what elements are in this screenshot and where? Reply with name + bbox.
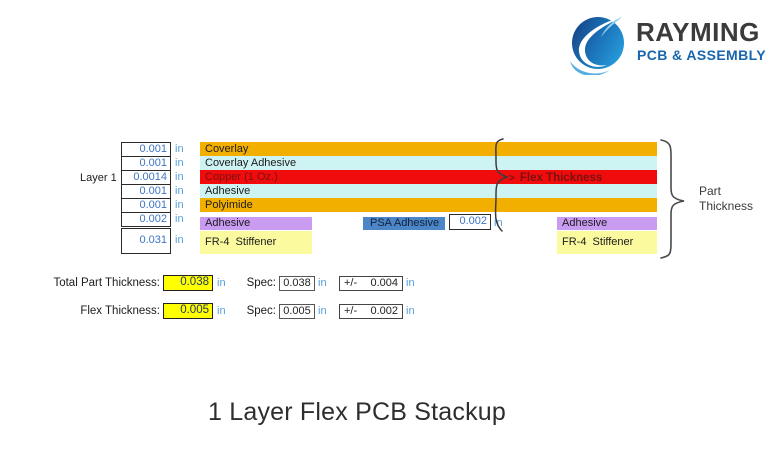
tolerance-value: 0.002 bbox=[370, 305, 398, 317]
unit-label: in bbox=[175, 143, 184, 155]
layer-bar-adhesive-left: Adhesive bbox=[200, 217, 312, 230]
globe-swoosh-icon bbox=[570, 17, 624, 75]
layer-bar-polyimide: Polyimide bbox=[200, 198, 657, 212]
layer-bar-stiffener-right: FR-4 Stiffener bbox=[557, 231, 657, 254]
layer-bar-stiffener-left: FR-4 Stiffener bbox=[200, 231, 312, 254]
brand-name: RAYMING bbox=[636, 17, 760, 47]
flex-thickness-text: Flex Thickness bbox=[519, 172, 603, 184]
thickness-cell-adhesive[interactable]: 0.001 bbox=[121, 184, 171, 199]
thickness-cell-coverlay[interactable]: 0.001 bbox=[121, 142, 171, 157]
brand-tagline: PCB & ASSEMBLY bbox=[637, 47, 767, 63]
arrow-right-icon: > bbox=[509, 173, 515, 184]
part-thickness-line2: Thickness bbox=[699, 199, 754, 213]
tolerance-value: 0.004 bbox=[370, 277, 398, 289]
unit-label: in bbox=[406, 277, 415, 289]
part-thickness-annotation: Part Thickness bbox=[699, 184, 753, 214]
part-thickness-line1: Part bbox=[699, 184, 722, 198]
layer-bar-copper: Copper (1 Oz.) bbox=[200, 170, 657, 184]
total-part-thickness-label: Total Part Thickness: bbox=[53, 277, 160, 289]
spec-value-cell[interactable]: 0.005 bbox=[279, 304, 315, 319]
layer-bar-coverlay-adhesive: Coverlay Adhesive bbox=[200, 156, 657, 170]
thickness-cell-stiffener[interactable]: 0.031 bbox=[121, 228, 171, 254]
thickness-cell-coverlay-adhesive[interactable]: 0.001 bbox=[121, 156, 171, 171]
unit-label: in bbox=[318, 277, 327, 289]
thickness-cell-adhesive-2[interactable]: 0.002 bbox=[121, 212, 171, 227]
psa-adhesive-cell[interactable]: PSA Adhesive bbox=[363, 217, 445, 230]
tolerance-cell[interactable]: +/- 0.004 bbox=[339, 276, 403, 291]
unit-label: in bbox=[175, 234, 184, 246]
unit-label: in bbox=[175, 185, 184, 197]
unit-label: in bbox=[217, 305, 226, 317]
unit-label: in bbox=[175, 171, 184, 183]
unit-label: in bbox=[175, 157, 184, 169]
spec-label: Spec: bbox=[246, 305, 276, 317]
layer-bar-adhesive: Adhesive bbox=[200, 184, 657, 198]
unit-label: in bbox=[406, 305, 415, 317]
unit-label: in bbox=[175, 213, 184, 225]
unit-label: in bbox=[175, 199, 184, 211]
tolerance-sign: +/- bbox=[344, 277, 358, 289]
flex-thickness-annotation: > Flex Thickness bbox=[509, 172, 602, 184]
spec-value-cell[interactable]: 0.038 bbox=[279, 276, 315, 291]
part-thickness-brace bbox=[660, 139, 685, 259]
layer-bar-adhesive-right: Adhesive bbox=[557, 217, 657, 230]
flex-thickness-label: Flex Thickness: bbox=[80, 305, 160, 317]
page-title: 1 Layer Flex PCB Stackup bbox=[208, 398, 506, 426]
thickness-cell-copper[interactable]: 0.0014 bbox=[121, 170, 171, 185]
unit-label: in bbox=[217, 277, 226, 289]
unit-label: in bbox=[494, 217, 503, 229]
layer-1-label: Layer 1 bbox=[80, 172, 117, 184]
unit-label: in bbox=[318, 305, 327, 317]
layer-bar-coverlay: Coverlay bbox=[200, 142, 657, 156]
total-part-thickness-value[interactable]: 0.038 bbox=[163, 275, 213, 291]
tolerance-sign: +/- bbox=[344, 305, 358, 317]
thickness-cell-polyimide[interactable]: 0.001 bbox=[121, 198, 171, 213]
spec-label: Spec: bbox=[246, 277, 276, 289]
psa-thickness-cell[interactable]: 0.002 bbox=[449, 214, 491, 230]
tolerance-cell[interactable]: +/- 0.002 bbox=[339, 304, 403, 319]
flex-thickness-value[interactable]: 0.005 bbox=[163, 303, 213, 319]
